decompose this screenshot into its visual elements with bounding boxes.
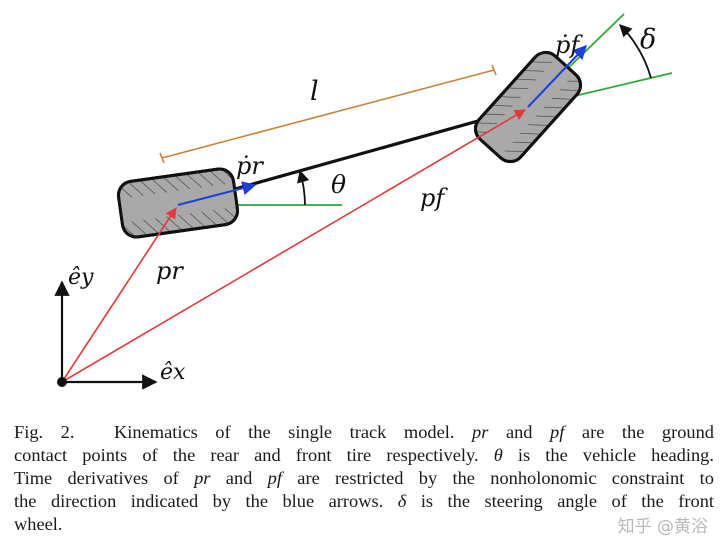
caption-text: Kinematics of the single track model. xyxy=(114,422,455,442)
caption-line-1: Fig. 2. Kinematics of the single track m… xyxy=(14,421,714,444)
caption-text: contact points of the rear and front tir… xyxy=(14,445,479,465)
caption-text: Time derivatives of xyxy=(14,468,179,488)
caption-line-2: contact points of the rear and front tir… xyxy=(14,444,714,467)
x-unit-vector-label: êx xyxy=(160,360,186,385)
front-velocity-label: ṗf xyxy=(555,31,583,59)
caption-text: is the steering angle of the front xyxy=(420,491,714,511)
rear-velocity-arrow xyxy=(177,181,257,206)
caption-line-3: Time derivatives of pr and pf are restri… xyxy=(14,467,714,490)
caption-text: and xyxy=(505,422,533,442)
caption-text: is the vehicle heading. xyxy=(517,445,714,465)
heading-angle-label: θ xyxy=(331,170,346,199)
vehicle-chassis-line xyxy=(177,105,529,207)
rear-velocity-label: ṗr xyxy=(236,152,264,180)
watermark: 知乎 @黄浴 xyxy=(617,517,708,537)
caption-symbol: θ xyxy=(493,445,503,465)
caption-text: are restricted by the nonholonomic const… xyxy=(297,468,714,488)
rear-tire xyxy=(116,167,240,239)
caption-symbol: pr xyxy=(472,422,489,442)
single-track-model-diagram: l ṗr θ pf pr ṗf δ êy êx xyxy=(54,13,673,390)
y-unit-vector-label: êy xyxy=(68,265,94,290)
caption-symbol: pr xyxy=(194,468,211,488)
wheelbase-marker xyxy=(159,64,497,164)
caption-text: are the ground xyxy=(581,422,714,442)
steering-angle-arc xyxy=(619,24,652,79)
wheelbase-label: l xyxy=(310,76,319,107)
rear-position-label: pr xyxy=(156,257,184,285)
heading-angle-arc xyxy=(297,169,310,206)
front-position-vector xyxy=(61,109,526,383)
caption-symbol: pf xyxy=(267,468,282,488)
caption-symbol: δ xyxy=(397,491,407,511)
figure-label: Fig. 2. xyxy=(14,422,75,442)
front-position-label: pf xyxy=(420,184,448,212)
figure-caption: Fig. 2. Kinematics of the single track m… xyxy=(14,421,714,536)
rear-position-vector xyxy=(61,207,177,383)
caption-text: and xyxy=(225,468,253,488)
caption-line-5: wheel. xyxy=(14,514,63,534)
caption-text: the direction indicated by the blue arro… xyxy=(14,491,384,511)
front-velocity-arrow xyxy=(527,44,587,108)
caption-line-4: the direction indicated by the blue arro… xyxy=(14,490,714,513)
caption-symbol: pf xyxy=(550,422,565,442)
origin-point xyxy=(57,377,67,387)
steering-angle-label: δ xyxy=(640,24,656,55)
